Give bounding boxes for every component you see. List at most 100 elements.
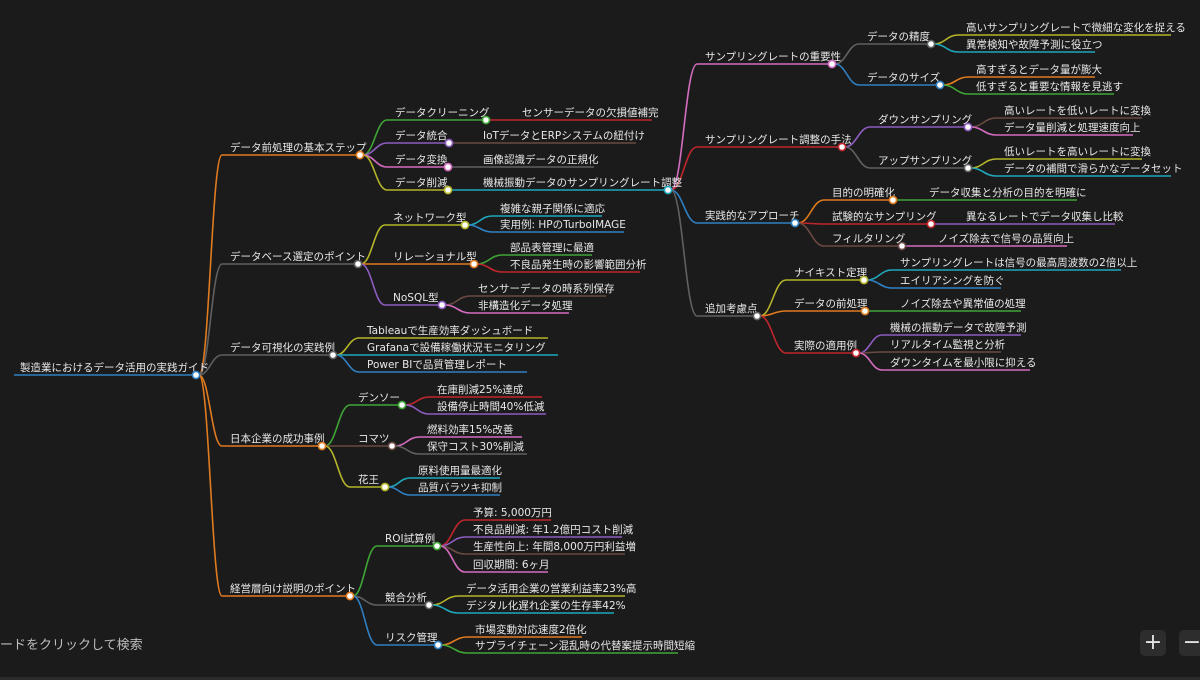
mindmap-branch-node[interactable]: デンソー <box>358 391 400 404</box>
mindmap-branch-node[interactable]: データのサイズ <box>867 71 940 84</box>
collapse-toggle[interactable] <box>443 162 453 172</box>
collapse-toggle[interactable] <box>481 115 491 125</box>
mindmap-leaf-node[interactable]: ダウンタイムを最小限に抑える <box>890 356 1036 369</box>
mindmap-leaf-node[interactable]: 設備停止時間40%低減 <box>437 400 545 413</box>
collapse-toggle[interactable] <box>387 441 397 451</box>
mindmap-branch-node[interactable]: 花王 <box>358 473 379 486</box>
mindmap-leaf-node[interactable]: 回収期間: 6ヶ月 <box>473 559 550 571</box>
mindmap-leaf-node[interactable]: ノイズ除去や異常値の処理 <box>900 297 1026 310</box>
mindmap-leaf-node[interactable]: リアルタイム監視と分析 <box>890 338 1006 351</box>
collapse-toggle[interactable] <box>935 80 945 90</box>
collapse-toggle[interactable] <box>397 400 407 410</box>
mindmap-branch-node[interactable]: データ前処理の基本ステップ <box>230 141 367 154</box>
mindmap-branch-node[interactable]: データクリーニング <box>395 106 490 119</box>
mindmap-leaf-node[interactable]: IoTデータとERPシステムの紐付け <box>483 129 645 142</box>
mindmap-leaf-node[interactable]: 低すぎると重要な情報を見逃す <box>976 80 1123 93</box>
collapse-toggle[interactable] <box>860 306 870 316</box>
mindmap-leaf-node[interactable]: デジタル化遅れ企業の生存率42% <box>466 599 626 612</box>
mindmap-branch-node[interactable]: データの前処理 <box>794 297 868 310</box>
mindmap-branch-node[interactable]: 日本企業の成功事例 <box>230 432 325 445</box>
mindmap-branch-node[interactable]: サンプリングレート調整の手法 <box>705 133 852 146</box>
collapse-toggle[interactable] <box>897 241 907 251</box>
mindmap-branch-node[interactable]: ダウンサンプリング <box>878 113 973 126</box>
collapse-toggle[interactable] <box>353 259 363 269</box>
mindmap-leaf-node[interactable]: 市場変動対応速度2倍化 <box>475 623 587 636</box>
mindmap-leaf-node[interactable]: 非構造化データ処理 <box>478 299 573 312</box>
mindmap-branch-node[interactable]: データベース選定のポイント <box>230 250 366 263</box>
mindmap-leaf-node[interactable]: サプライチェーン混乱時の代替案提示時間短縮 <box>475 639 695 652</box>
mindmap-branch-node[interactable]: リスク管理 <box>385 631 438 644</box>
mindmap-leaf-node[interactable]: 複雑な親子関係に適応 <box>500 202 605 215</box>
collapse-toggle[interactable] <box>963 122 973 132</box>
collapse-toggle[interactable] <box>963 163 973 173</box>
collapse-toggle[interactable] <box>437 300 447 310</box>
mindmap-leaf-node[interactable]: 原料使用量最適化 <box>418 464 502 477</box>
collapse-toggle[interactable] <box>191 370 201 380</box>
mindmap-leaf-node[interactable]: センサーデータの時系列保存 <box>478 282 615 295</box>
mindmap-leaf-node[interactable]: 異常検知や故障予測に役立つ <box>966 38 1103 51</box>
mindmap-branch-node[interactable]: 経営層向け説明のポイント <box>230 582 356 595</box>
collapse-toggle[interactable] <box>433 640 443 650</box>
mindmap-branch-node[interactable]: データ削減 <box>395 176 448 189</box>
collapse-toggle[interactable] <box>345 591 355 601</box>
mindmap-branch-node[interactable]: アップサンプリング <box>878 154 973 167</box>
collapse-toggle[interactable] <box>859 275 869 285</box>
mindmap-leaf-node[interactable]: センサーデータの欠損値補完 <box>522 106 659 119</box>
mindmap-leaf-node[interactable]: 生産性向上: 年間8,000万円利益増 <box>473 540 636 553</box>
mindmap-branch-node[interactable]: データの精度 <box>867 30 930 43</box>
mindmap-branch-node[interactable]: データ可視化の実践例 <box>230 341 335 354</box>
mindmap-branch-node[interactable]: データ変換 <box>395 153 448 166</box>
collapse-toggle[interactable] <box>827 59 837 69</box>
mindmap-leaf-node[interactable]: 高すぎるとデータ量が膨大 <box>976 63 1102 76</box>
collapse-toggle[interactable] <box>443 185 453 195</box>
mindmap-leaf-node[interactable]: Grafanaで設備稼働状況モニタリング <box>367 341 546 354</box>
collapse-toggle[interactable] <box>837 142 847 152</box>
collapse-toggle[interactable] <box>752 311 762 321</box>
mindmap-leaf-node[interactable]: 在庫削減25%達成 <box>437 383 524 396</box>
collapse-toggle[interactable] <box>355 150 365 160</box>
collapse-toggle[interactable] <box>432 541 442 551</box>
zoom-in-button[interactable]: + <box>1140 630 1166 656</box>
collapse-toggle[interactable] <box>888 195 898 205</box>
mindmap-leaf-node[interactable]: 予算: 5,000万円 <box>473 506 552 519</box>
mindmap-leaf-node[interactable]: Tableauで生産効率ダッシュボード <box>366 324 533 337</box>
mindmap-leaf-node[interactable]: 異なるレートでデータ収集し比較 <box>966 210 1124 223</box>
mindmap-branch-node[interactable]: 製造業におけるデータ活用の実践ガイド <box>20 361 209 374</box>
mindmap-branch-node[interactable]: 実践的なアプローチ <box>705 209 800 222</box>
mindmap-leaf-node[interactable]: Power BIで品質管理レポート <box>367 358 507 371</box>
mindmap-leaf-node[interactable]: ノイズ除去で信号の品質向上 <box>938 232 1074 245</box>
mindmap-branch-node[interactable]: 目的の明確化 <box>832 186 895 199</box>
collapse-toggle[interactable] <box>926 39 936 49</box>
mindmap-leaf-node[interactable]: 機械の振動データで故障予測 <box>890 321 1027 334</box>
mindmap-branch-node[interactable]: 追加考慮点 <box>705 302 758 315</box>
mindmap-leaf-node[interactable]: 不良品削減: 年1.2億円コスト削減 <box>473 523 634 536</box>
mindmap-leaf-node[interactable]: 品質バラツキ抑制 <box>418 481 502 494</box>
collapse-toggle[interactable] <box>469 259 479 269</box>
mindmap-branch-node[interactable]: サンプリングレートの重要性 <box>705 50 841 63</box>
mindmap-leaf-node[interactable]: 燃料効率15%改善 <box>427 423 513 436</box>
mindmap-leaf-node[interactable]: 低いレートを高いレートに変換 <box>1004 145 1151 158</box>
mindmap-leaf-node[interactable]: サンプリングレートは信号の最高周波数の2倍以上 <box>900 256 1137 269</box>
mindmap-leaf-node[interactable]: 保守コスト30%削減 <box>427 440 524 453</box>
mindmap-branch-node[interactable]: コマツ <box>358 433 390 445</box>
collapse-toggle[interactable] <box>851 348 861 358</box>
collapse-toggle[interactable] <box>663 185 673 195</box>
mindmap-leaf-node[interactable]: 実用例: HPのTurboIMAGE <box>500 218 626 231</box>
mindmap-leaf-node[interactable]: データの補間で滑らかなデータセット <box>1004 162 1183 175</box>
mindmap-leaf-node[interactable]: データ活用企業の営業利益率23%高 <box>466 582 636 595</box>
mindmap-branch-node[interactable]: フィルタリング <box>832 232 906 245</box>
collapse-toggle[interactable] <box>317 441 327 451</box>
mindmap-leaf-node[interactable]: データ収集と分析の目的を明確に <box>929 186 1087 199</box>
mindmap-branch-node[interactable]: リレーショナル型 <box>393 250 477 263</box>
mindmap-leaf-node[interactable]: 高いレートを低いレートに変換 <box>1004 104 1151 117</box>
mindmap-branch-node[interactable]: ROI試算例 <box>385 532 435 545</box>
collapse-toggle[interactable] <box>790 218 800 228</box>
collapse-toggle[interactable] <box>380 482 390 492</box>
collapse-toggle[interactable] <box>926 219 936 229</box>
mindmap-leaf-node[interactable]: エイリアシングを防ぐ <box>900 274 1005 287</box>
mindmap-leaf-node[interactable]: 不良品発生時の影響範囲分析 <box>510 258 647 271</box>
mindmap-branch-node[interactable]: データ統合 <box>395 129 448 142</box>
collapse-toggle[interactable] <box>424 600 434 610</box>
mindmap-branch-node[interactable]: NoSQL型 <box>393 291 439 304</box>
